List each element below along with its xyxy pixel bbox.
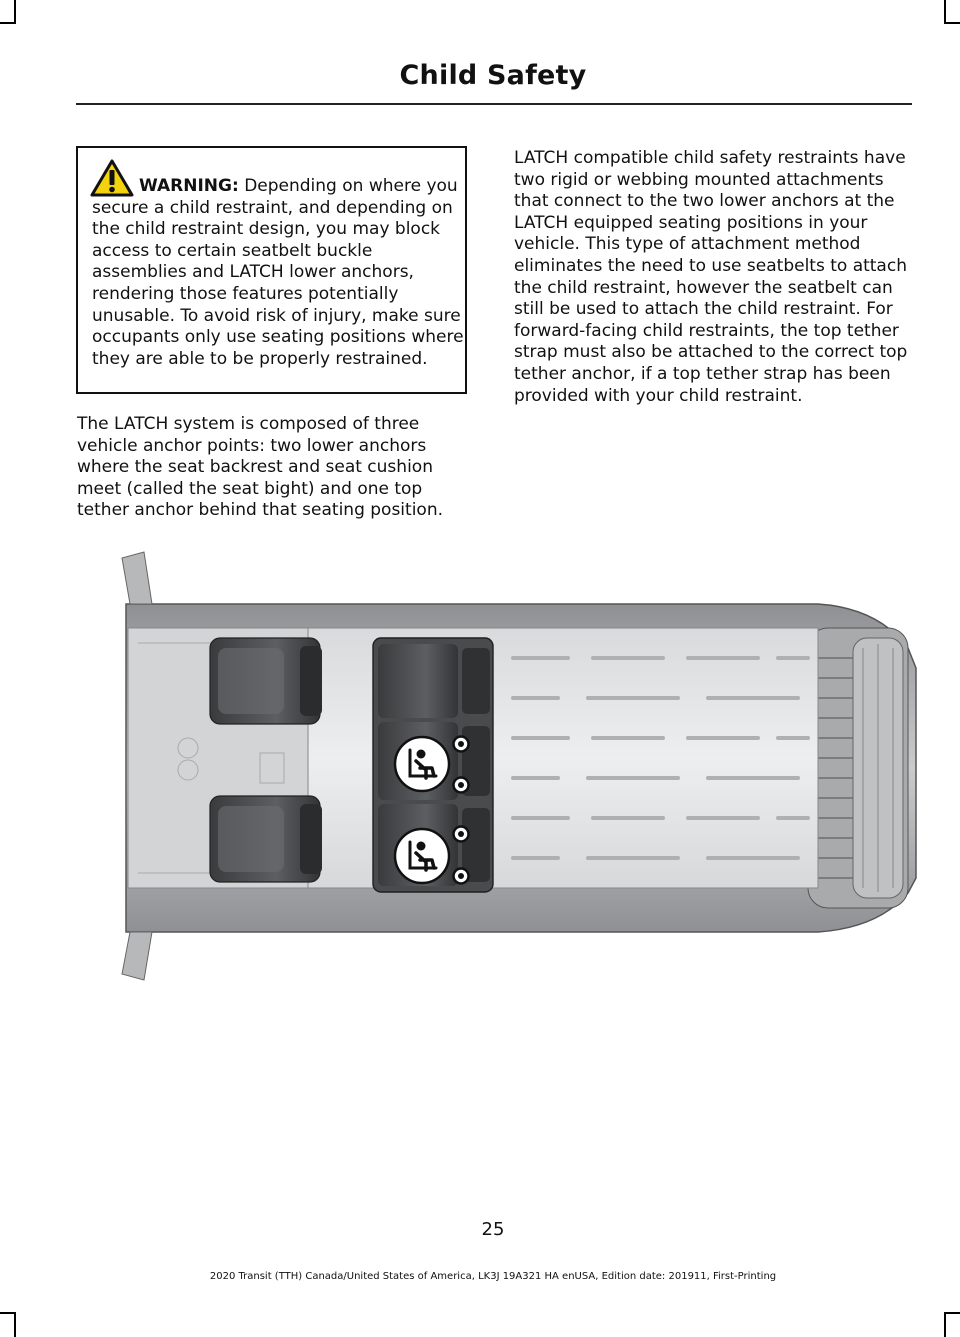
warning-box xyxy=(76,146,467,394)
lower-anchor-marker xyxy=(452,776,470,794)
grille-lines xyxy=(818,657,853,879)
crop-mark xyxy=(0,22,16,24)
crop-mark xyxy=(944,1312,960,1314)
header-divider xyxy=(76,103,912,105)
latch-compatible-paragraph: LATCH compatible child safety restraints… xyxy=(514,148,908,406)
crop-mark xyxy=(14,0,16,22)
crop-mark xyxy=(944,1312,946,1337)
page-title: Child Safety xyxy=(399,60,587,91)
left-mirror xyxy=(121,551,153,605)
floor-ribs xyxy=(511,656,810,860)
crop-mark xyxy=(944,0,946,22)
latch-description-paragraph: The LATCH system is composed of three ve… xyxy=(77,414,443,521)
lower-anchor-marker xyxy=(452,867,470,885)
footer-edition-text: 2020 Transit (TTH) Canada/United States … xyxy=(209,1271,777,1282)
warning-body: Depending on where you secure a child re… xyxy=(92,176,464,369)
lower-anchor-marker xyxy=(452,735,470,753)
crop-mark xyxy=(944,22,960,24)
passenger-seat xyxy=(209,795,322,883)
crop-mark xyxy=(14,1312,16,1337)
warning-triangle-icon xyxy=(90,159,134,197)
driver-seat xyxy=(209,637,322,725)
crop-mark xyxy=(0,1312,16,1314)
page-number: 25 xyxy=(481,1219,505,1240)
right-mirror xyxy=(121,931,153,981)
vehicle-latch-diagram xyxy=(121,551,917,981)
lower-anchor-marker xyxy=(452,825,470,843)
child-seat-icon xyxy=(393,827,451,885)
child-seat-icon xyxy=(393,735,451,793)
warning-text: WARNING: Depending on where you secure a… xyxy=(92,176,464,370)
warning-label: WARNING: xyxy=(139,176,239,196)
